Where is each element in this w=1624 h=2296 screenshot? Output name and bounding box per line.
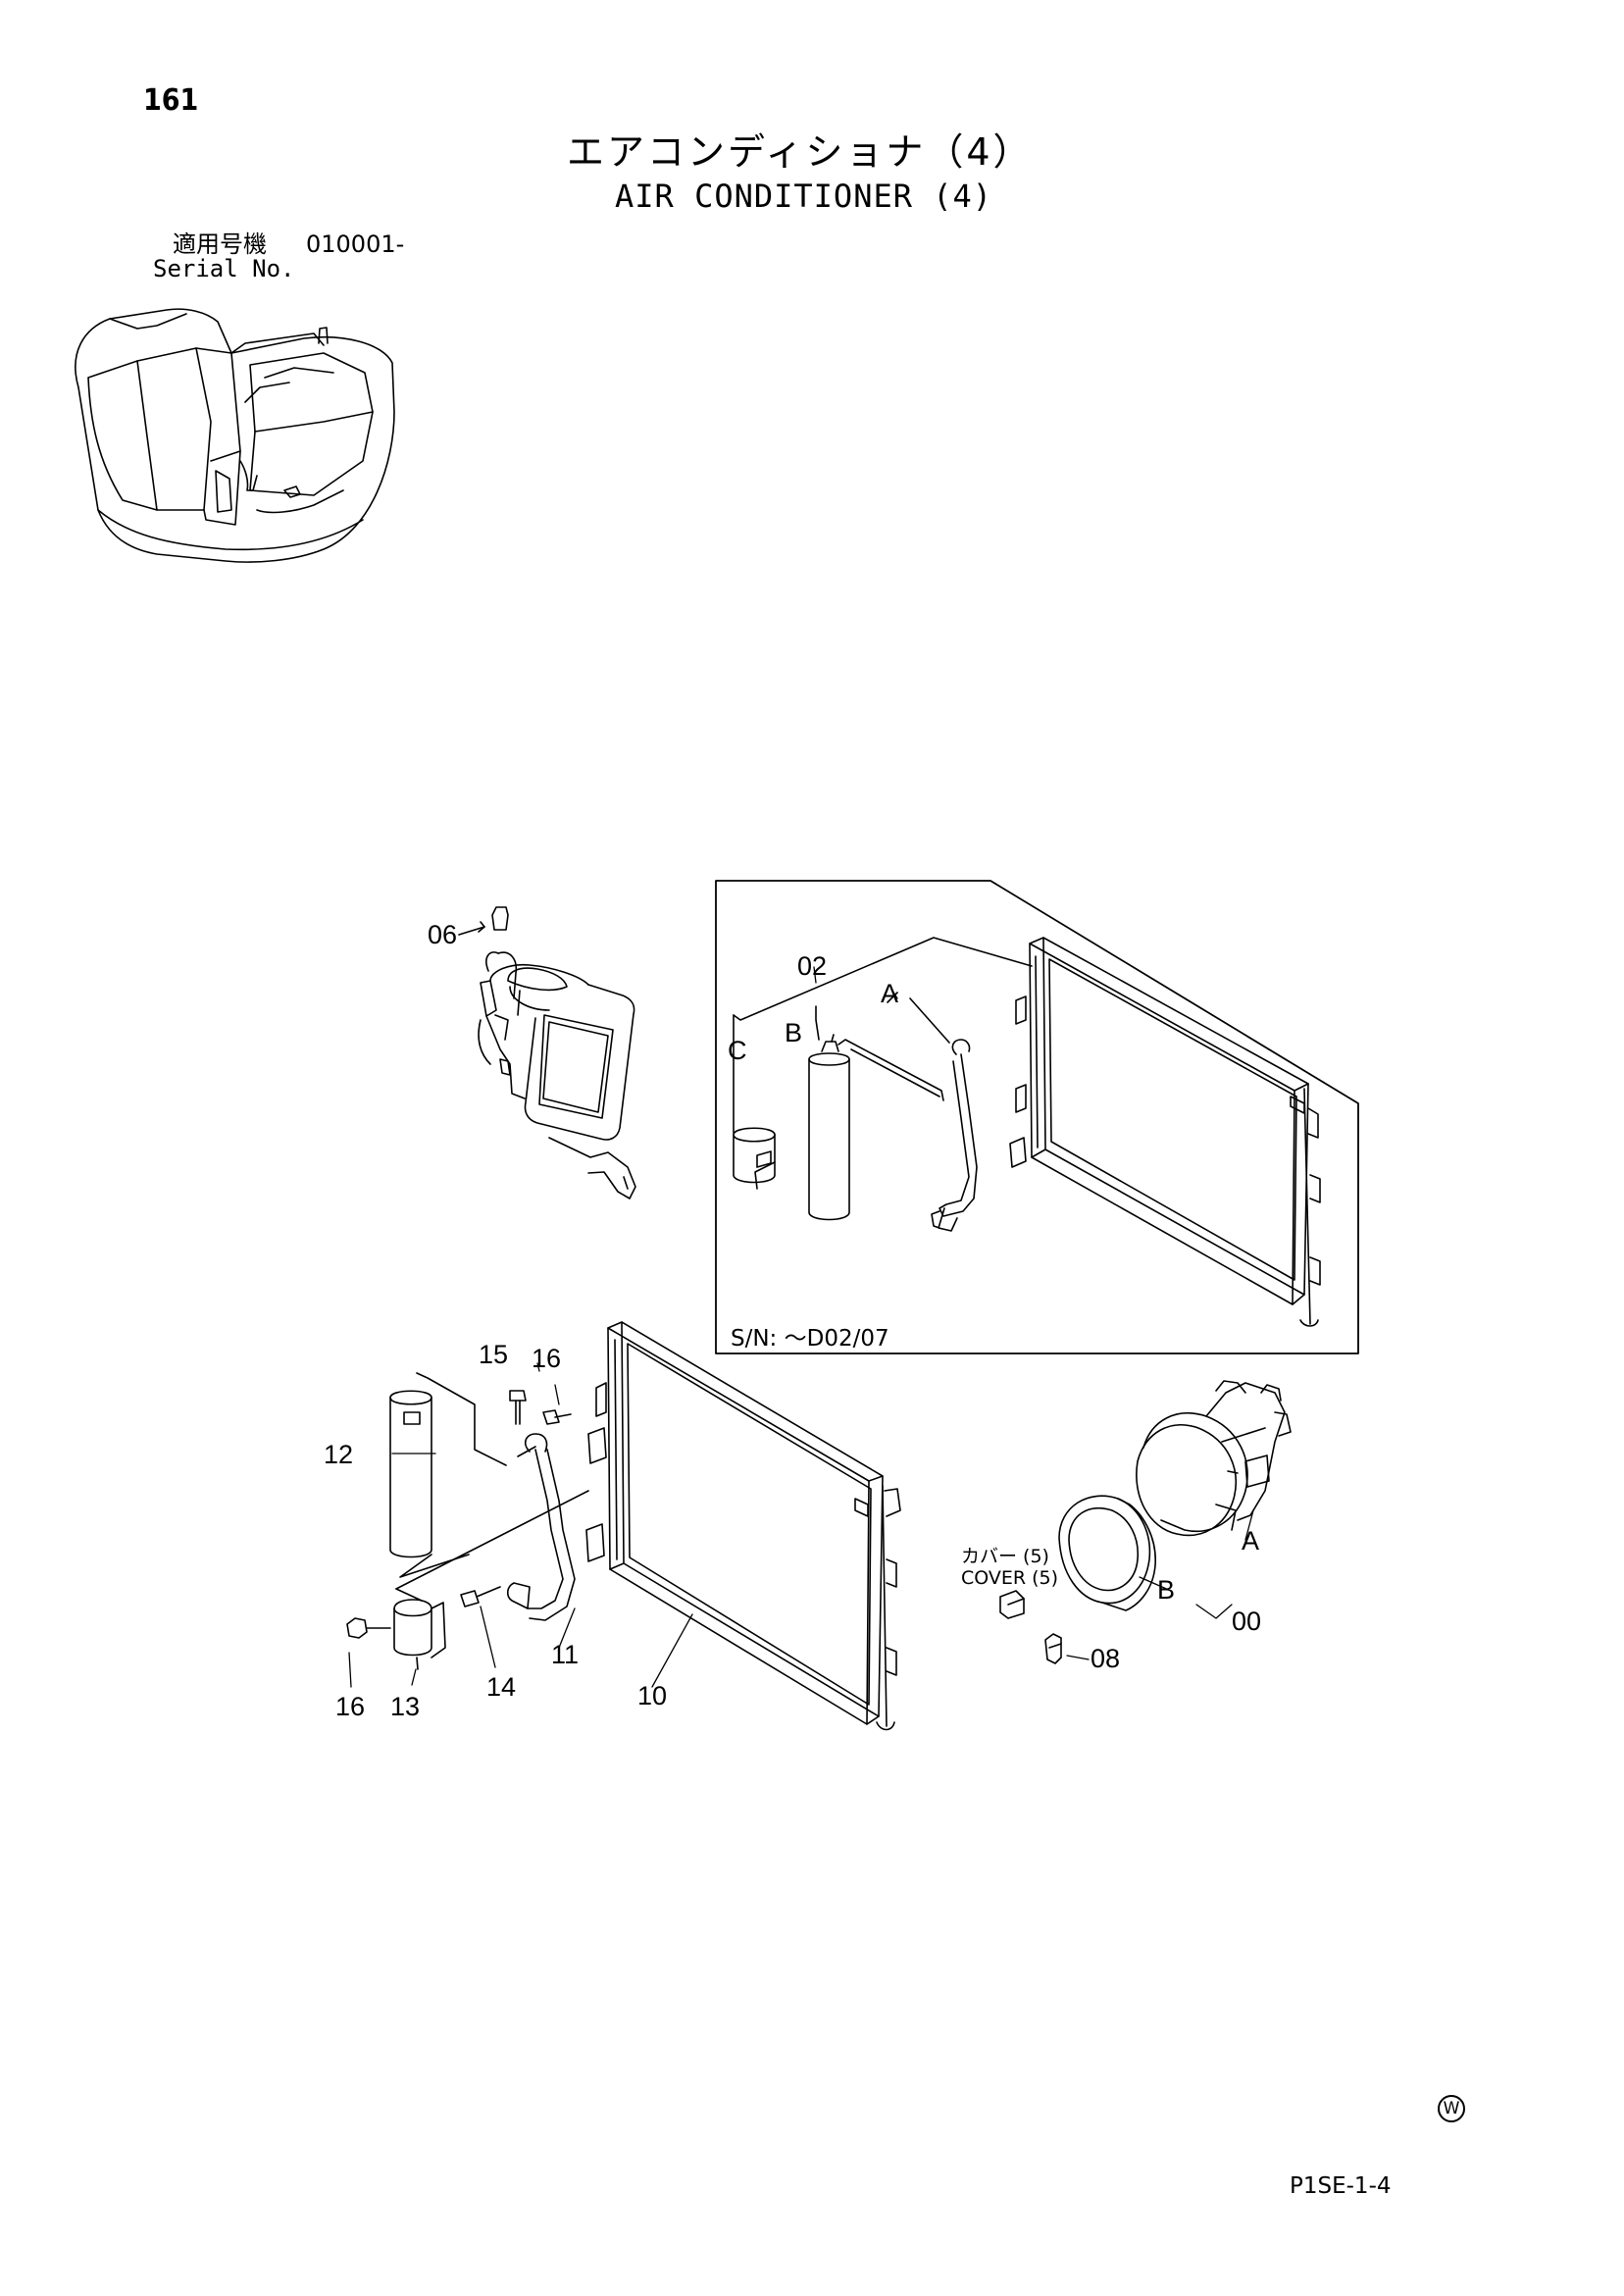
leader-lines — [349, 967, 1253, 1687]
callout-08: 08 — [1091, 1644, 1121, 1673]
serial-label-english: Serial No. — [153, 255, 295, 282]
callout-15: 15 — [479, 1340, 509, 1369]
reference-code: P1SE-1-4 — [1290, 2173, 1392, 2199]
page-title-japanese: エアコンディショナ（4） — [567, 130, 1034, 174]
callout-10: 10 — [637, 1681, 668, 1710]
w-circle-mark: W — [1438, 2095, 1465, 2122]
machine-thumbnail — [76, 309, 394, 562]
page-title-english: AIR CONDITIONER (4) — [615, 178, 993, 215]
serial-value: 010001- — [306, 230, 405, 258]
part-06-assembly — [459, 907, 635, 1199]
serial-label-japanese: 適用号機 — [173, 230, 267, 258]
cover-label-japanese: カバー (5) — [961, 1546, 1049, 1567]
early-serial-inset — [716, 881, 1358, 1353]
cover-label-english: COVER (5) — [961, 1567, 1059, 1589]
callout-a-main: A — [1242, 1526, 1260, 1556]
callout-b-inset: B — [785, 1018, 803, 1047]
callout-a-inset: A — [881, 979, 899, 1008]
callout-16-lower: 16 — [335, 1692, 366, 1721]
callout-16-upper: 16 — [532, 1344, 562, 1373]
callout-06: 06 — [428, 920, 458, 949]
callout-12: 12 — [324, 1440, 354, 1469]
callout-11: 11 — [551, 1640, 580, 1669]
inset-serial-note: S/N: ～D02/07 — [731, 1326, 889, 1352]
callout-b-main: B — [1157, 1575, 1176, 1605]
main-assembly — [347, 1322, 1291, 1730]
page-number: 161 — [143, 83, 199, 118]
callout-13: 13 — [390, 1692, 421, 1721]
callout-c-inset: C — [728, 1036, 747, 1065]
callout-00: 00 — [1232, 1607, 1262, 1636]
callout-14: 14 — [486, 1672, 517, 1702]
callout-02: 02 — [797, 951, 828, 981]
